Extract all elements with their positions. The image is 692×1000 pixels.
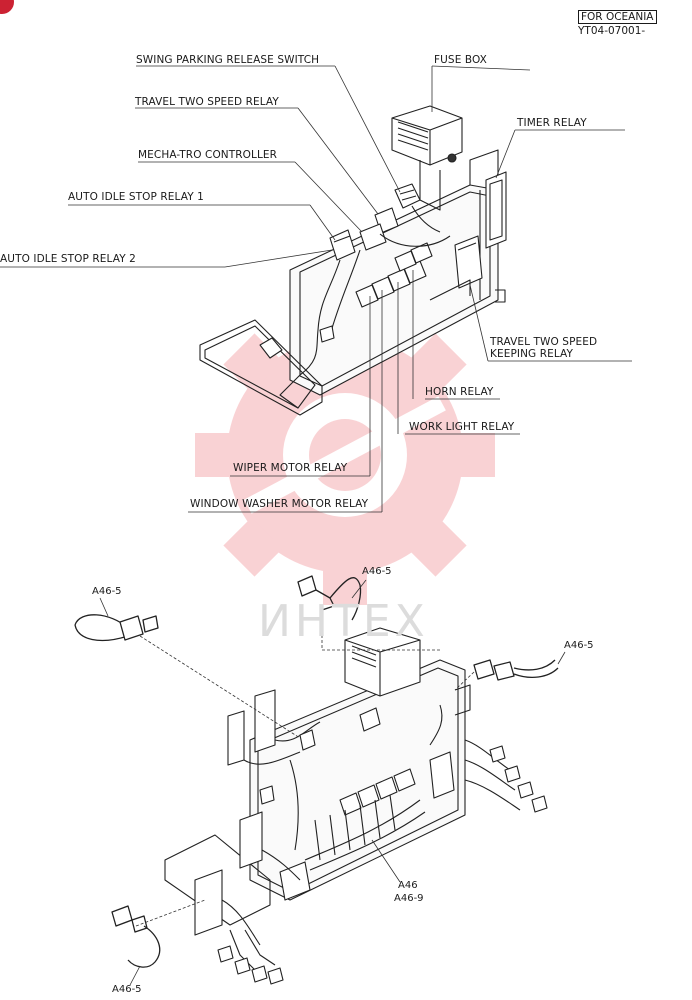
label-window-washer-motor-relay: WINDOW WASHER MOTOR RELAY bbox=[190, 498, 369, 510]
label-swing-parking-release-switch: SWING PARKING RELEASE SWITCH bbox=[136, 54, 320, 66]
serial-range: YT04-07001- bbox=[578, 25, 646, 37]
callout-a46-5-bottom-left: A46-5 bbox=[112, 984, 142, 995]
callout-a46-5-right: A46-5 bbox=[564, 640, 594, 651]
label-travel-two-speed-keeping-relay-line1: TRAVEL TWO SPEED bbox=[490, 336, 598, 348]
leader-lines-bottom bbox=[135, 610, 475, 927]
label-timer-relay: TIMER RELAY bbox=[517, 117, 587, 129]
label-auto-idle-stop-relay-2: AUTO IDLE STOP RELAY 2 bbox=[0, 253, 136, 265]
callout-a46-9: A46-9 bbox=[394, 893, 424, 904]
callout-a46: A46 bbox=[398, 880, 418, 891]
harness-a46-5-pieces bbox=[74, 575, 559, 968]
callout-a46-5-top: A46-5 bbox=[362, 566, 392, 577]
label-work-light-relay: WORK LIGHT RELAY bbox=[409, 421, 515, 433]
watermark-text: ИНТЕХ bbox=[258, 596, 429, 647]
label-mecha-tro-controller: MECHA-TRO CONTROLLER bbox=[138, 149, 278, 161]
wiring-harness-bottom bbox=[164, 627, 548, 985]
label-travel-two-speed-relay: TRAVEL TWO SPEED RELAY bbox=[135, 96, 279, 108]
label-auto-idle-stop-relay-1: AUTO IDLE STOP RELAY 1 bbox=[68, 191, 204, 203]
label-travel-two-speed-keeping-relay: TRAVEL TWO SPEED KEEPING RELAY bbox=[490, 336, 597, 360]
label-wiper-motor-relay: WIPER MOTOR RELAY bbox=[233, 462, 348, 474]
callout-a46-5-upper-left: A46-5 bbox=[92, 586, 122, 597]
region-badge: FOR OCEANIA bbox=[578, 10, 657, 24]
label-travel-two-speed-keeping-relay-line2: KEEPING RELAY bbox=[490, 348, 574, 360]
label-fuse-box: FUSE BOX bbox=[434, 54, 487, 66]
label-horn-relay: HORN RELAY bbox=[425, 386, 494, 398]
watermark-gear-icon bbox=[195, 305, 495, 605]
relay-panel-top bbox=[199, 105, 507, 416]
leader-lines-top bbox=[0, 65, 632, 513]
leader-lines-bottom-solid bbox=[99, 579, 566, 986]
